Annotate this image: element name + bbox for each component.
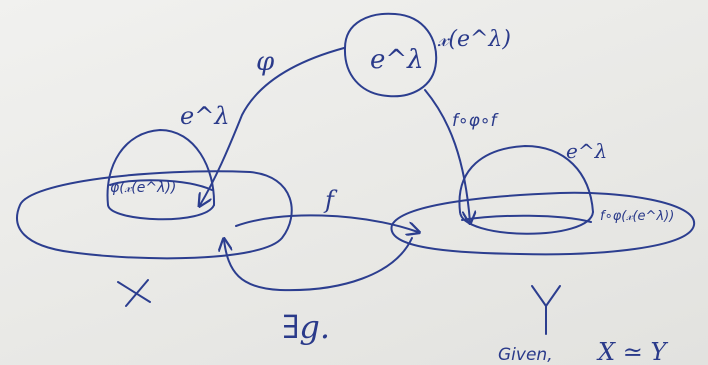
cell-inner-x: [109, 179, 213, 191]
label-phi-x-e: φ(𝓍(e^λ)): [110, 180, 176, 196]
label-f-phi-f: f∘φ∘f: [452, 111, 499, 131]
label-f: f: [323, 186, 338, 214]
label-e-lambda-left: e^λ: [180, 102, 230, 130]
arrow-f: [235, 214, 418, 232]
arrow-phi: [200, 47, 345, 205]
label-exists-g: ∃g.: [282, 308, 330, 346]
label-given: Given,: [498, 345, 553, 365]
glyph-y-left: [531, 285, 547, 307]
space-y-blob: [390, 191, 696, 256]
label-phi: φ: [256, 47, 275, 77]
cell-circle-top: [343, 12, 438, 98]
label-given-relation: X ≃ Y: [596, 338, 668, 365]
cell-base-x: [107, 204, 215, 221]
space-x-blob: [16, 170, 293, 260]
cell-dome-x: [106, 129, 216, 206]
cell-inner-y: [461, 214, 592, 223]
glyph-x-left: [117, 281, 151, 303]
glyph-x-right: [125, 279, 149, 307]
label-e-lambda-right: e^λ: [566, 139, 607, 163]
glyph-y-right: [545, 285, 561, 307]
label-f-phi-x-e: f∘φ(𝓍(e^λ)): [600, 209, 674, 224]
label-e-lambda-top: e^λ: [370, 45, 424, 75]
label-x-of-e: 𝓍(e^λ): [437, 27, 511, 52]
arrow-g: [224, 238, 413, 292]
arrow-f-phi-f: [424, 89, 470, 222]
